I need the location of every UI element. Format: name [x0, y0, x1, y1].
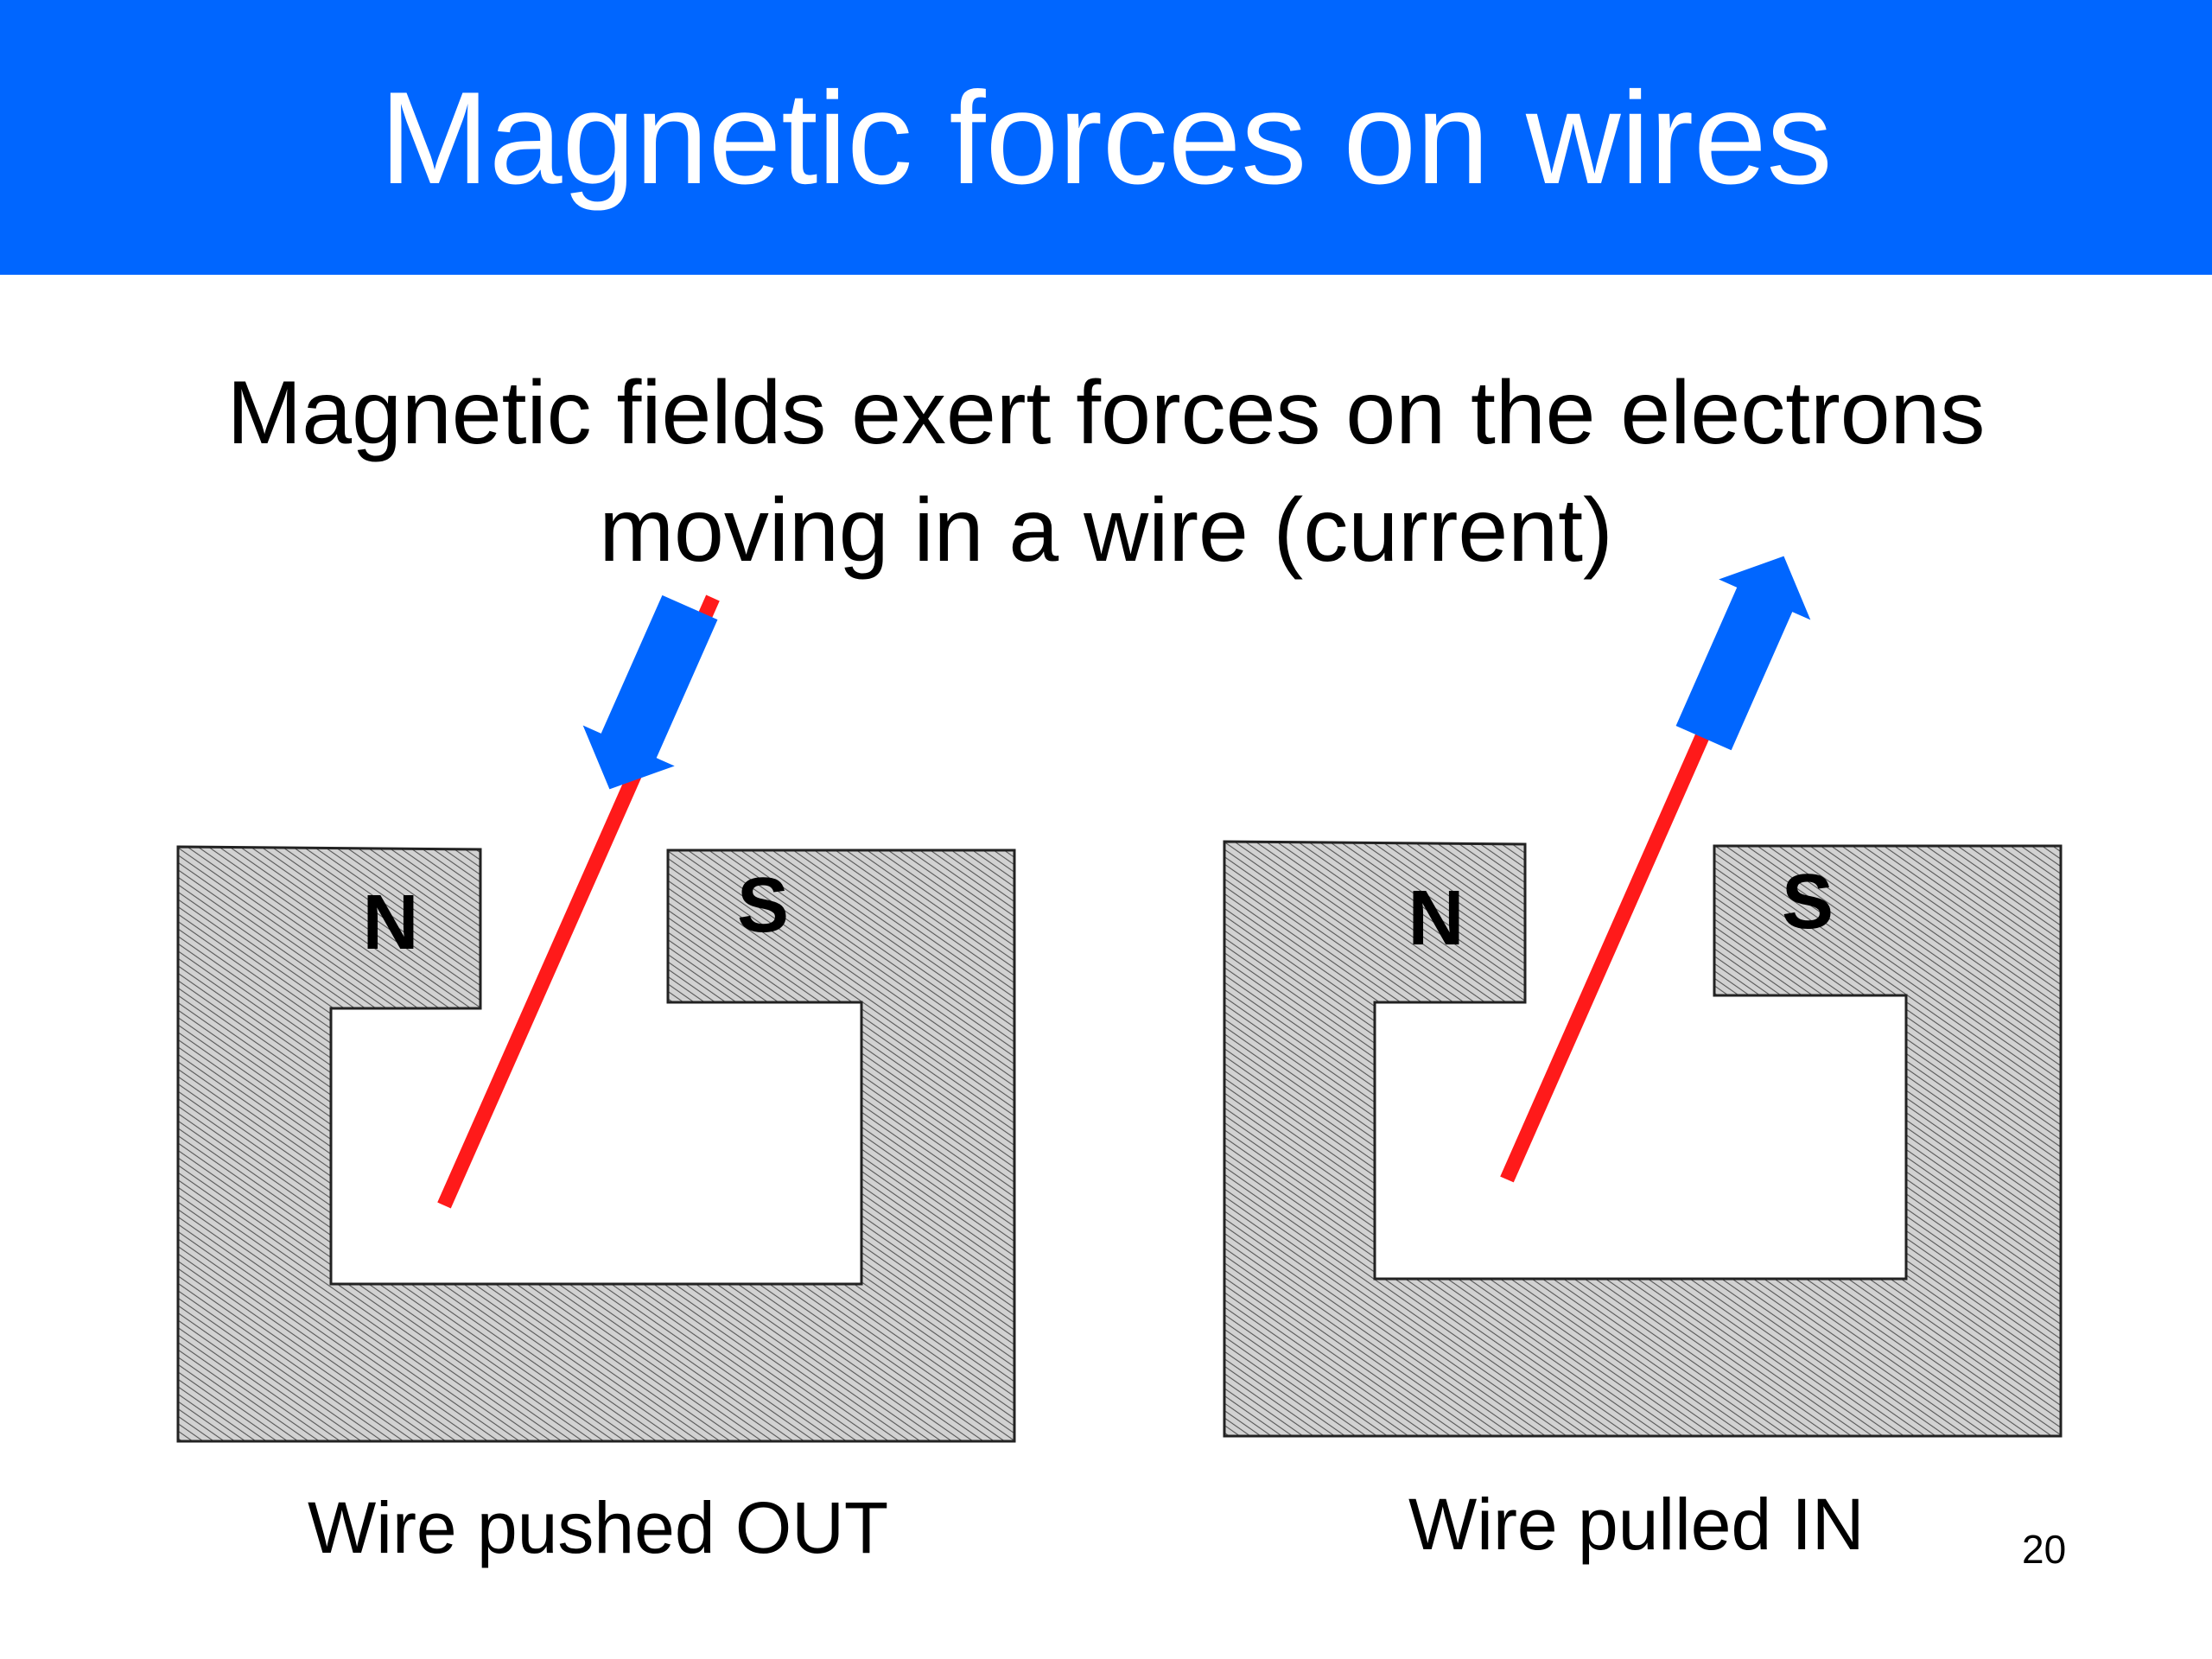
- subtitle-line-1: Magnetic fields exert forces on the elec…: [226, 363, 1986, 463]
- magnet-right: N S: [1223, 840, 2063, 1438]
- magnet-right-body: [1223, 840, 2063, 1438]
- page-number: 20: [2022, 1527, 2067, 1572]
- caption-right: Wire pulled IN: [1408, 1484, 1865, 1565]
- magnet-left: N S: [176, 845, 1016, 1443]
- force-arrow-up-icon: [1675, 556, 1811, 751]
- subtitle-line-2: moving in a wire (current): [599, 480, 1613, 581]
- slide-title: Magnetic forces on wires: [379, 65, 1833, 212]
- title-bar: [0, 0, 2212, 275]
- magnet-left-body: [176, 845, 1016, 1443]
- south-pole-label-left: S: [737, 862, 789, 949]
- north-pole-label-right: N: [1408, 875, 1465, 962]
- north-pole-label-left: N: [363, 880, 419, 966]
- wire-left-group: [437, 594, 720, 1209]
- force-arrow-down-icon: [582, 594, 718, 790]
- wire-right-group: [1500, 556, 1811, 1183]
- caption-left: Wire pushed OUT: [308, 1487, 889, 1568]
- south-pole-label-right: S: [1782, 859, 1834, 945]
- slide-subtitle: Magnetic fields exert forces on the elec…: [86, 354, 2126, 589]
